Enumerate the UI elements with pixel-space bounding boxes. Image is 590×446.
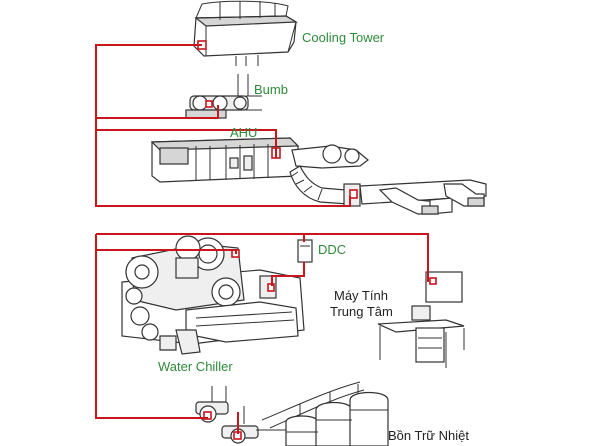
control-wiring (95, 44, 429, 434)
water-chiller (121, 235, 305, 355)
cooling-tower (193, 0, 299, 66)
pump-sensor (205, 100, 213, 108)
ahu-label: AHU (230, 125, 257, 140)
central-computer (377, 271, 465, 368)
cooling-tower-label: Cooling Tower (302, 30, 385, 45)
storage-tanks (261, 381, 389, 446)
pump (185, 74, 262, 119)
ddc-label: DDC (318, 242, 346, 257)
computer-label-line1: Máy Tính (334, 288, 388, 303)
computer-sensor (429, 277, 437, 285)
ductwork (289, 165, 487, 215)
computer-label-line2: Trung Tâm (330, 304, 393, 319)
ddc-controller (297, 239, 313, 263)
ahu-unit (150, 137, 369, 183)
duct-sensor (349, 189, 358, 199)
water-chiller-label: Water Chiller (158, 359, 233, 374)
storage-tank-label: Bồn Trữ Nhiệt (388, 428, 469, 443)
pump-label: Bumb (254, 82, 288, 97)
